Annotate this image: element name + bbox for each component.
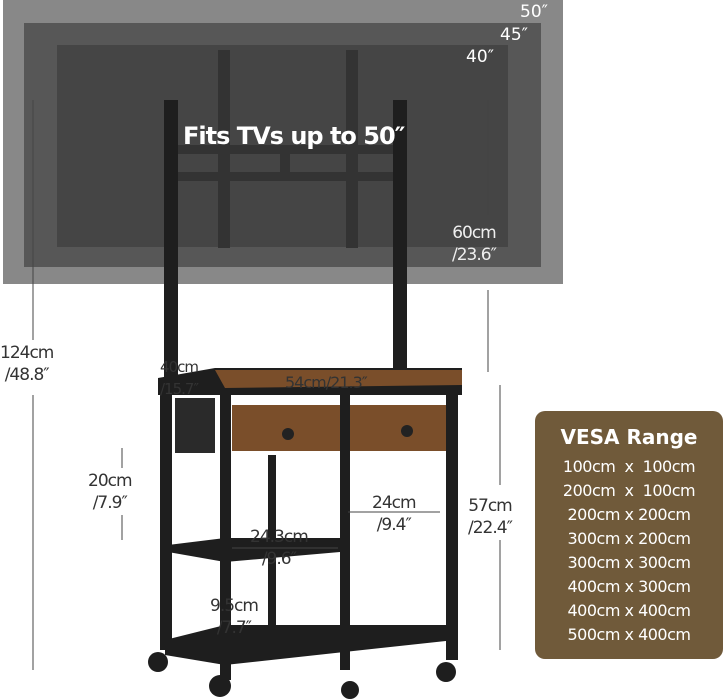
vesa-item: 500cm x 400cm (567, 625, 691, 644)
drawer-height-label: 20cm/7.9″ (88, 471, 133, 513)
vesa-item: 100cm x 100cm (562, 457, 696, 476)
side-pouch (175, 398, 215, 453)
drawer-width-label: 24cm/9.4″ (372, 493, 417, 535)
dimension-lines (32, 100, 501, 670)
tv-size-50: 50″ (520, 2, 548, 22)
vesa-item: 300cm x 300cm (567, 553, 691, 572)
depth-label: 40cm/15.7″ (160, 358, 199, 398)
shelf-gap-label: 9.5cm/7.7″ (210, 596, 259, 638)
total-height-label: 124cm/48.8″ (0, 343, 54, 385)
vesa-item: 300cm x 200cm (567, 529, 691, 548)
vesa-item: 200cm x 100cm (562, 481, 696, 500)
screen-height-label: 60cm/23.6″ (452, 223, 497, 265)
headline: Fits TVs up to 50″ (183, 122, 405, 150)
mount-bracket (168, 50, 404, 248)
tv-size-45: 45″ (500, 25, 528, 45)
width-label: 54cm/21.3″ (285, 373, 368, 392)
drawer-left (232, 405, 340, 451)
shelf-width-label: 24.3cm/9.6″ (250, 527, 309, 569)
vesa-item: 200cm x 200cm (567, 505, 691, 524)
vesa-item: 400cm x 400cm (567, 601, 691, 620)
wood-top (215, 370, 462, 388)
tv-size-40: 40″ (466, 47, 494, 67)
drawer-knob (282, 428, 294, 440)
vesa-range-panel: VESA Range 100cm x 100cm 200cm x 100cm 2… (535, 411, 723, 659)
cart-height-label: 57cm/22.4″ (468, 496, 513, 538)
vesa-item: 400cm x 300cm (567, 577, 691, 596)
vesa-title: VESA Range (560, 425, 698, 449)
drawer-knob (401, 425, 413, 437)
drawer-right (350, 405, 446, 451)
